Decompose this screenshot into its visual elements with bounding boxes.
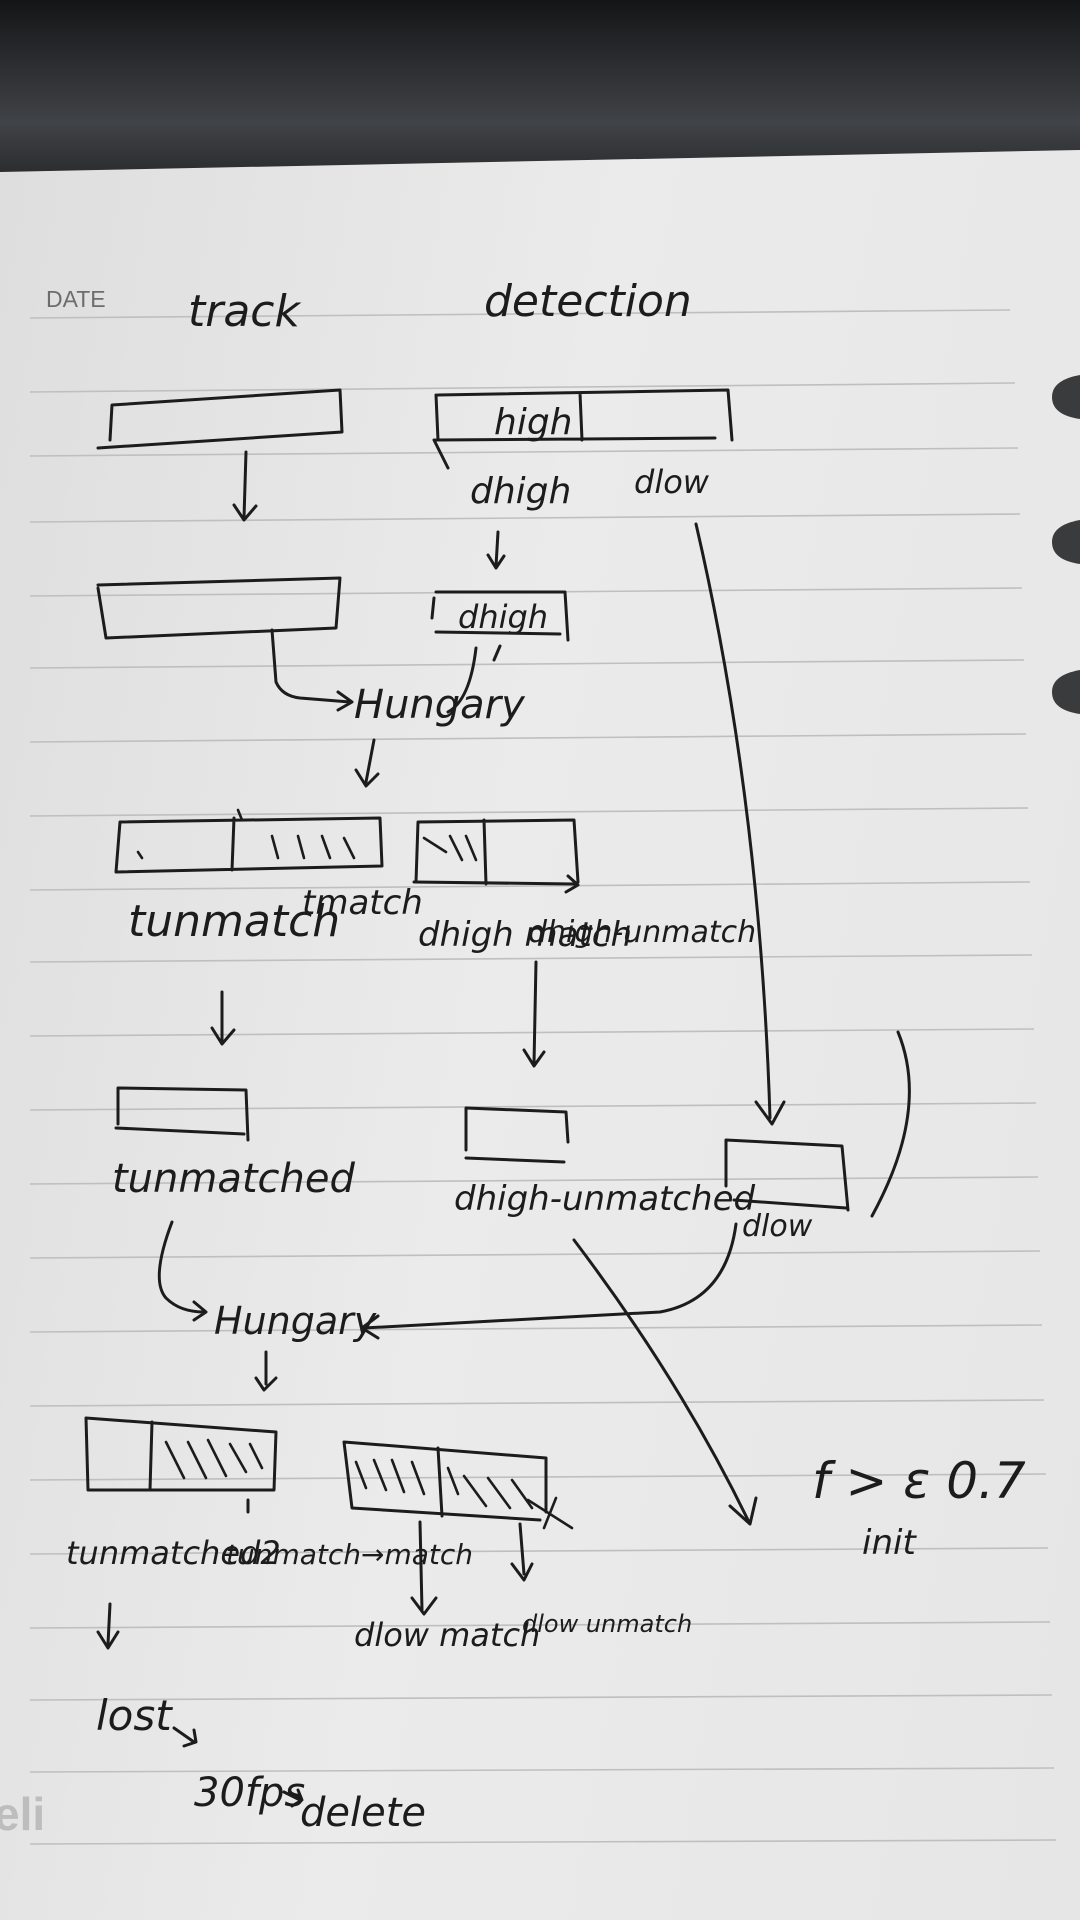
t-unmatch-match-hatch bbox=[164, 1438, 264, 1480]
track-box-1 bbox=[96, 388, 344, 450]
arrow-to-hungary-2 bbox=[157, 1220, 208, 1322]
d-low-split-box bbox=[342, 1440, 548, 1522]
arrow-d-low-to-hungary-2 bbox=[360, 1222, 738, 1340]
t-unmatch-match-label: tunmatch→match bbox=[226, 1538, 473, 1571]
arrow-to-hungary-1 bbox=[270, 628, 354, 712]
arrow-from-hungary-1 bbox=[354, 738, 380, 788]
d-high-label: dhigh bbox=[470, 471, 571, 512]
t-match-label: tmatch bbox=[302, 883, 423, 923]
d-low-box-label: dlow bbox=[742, 1209, 813, 1244]
d-low-box bbox=[724, 1138, 850, 1212]
t-split-box bbox=[84, 1416, 278, 1492]
d-high-match-hatch bbox=[422, 834, 478, 862]
high-label: high bbox=[494, 402, 573, 443]
binder-rings bbox=[1052, 375, 1080, 714]
arrow-t-unmatch bbox=[210, 990, 236, 1046]
notebook-brand-logo: eli bbox=[0, 1788, 45, 1840]
detection-title: detection bbox=[484, 276, 692, 327]
d-high-unmatched-box bbox=[464, 1106, 570, 1164]
delete-label: delete bbox=[300, 1790, 426, 1836]
arrow-to-init bbox=[572, 1238, 758, 1526]
d-high-unmatch-label: dhigh-unmatch bbox=[528, 915, 756, 950]
d-high-box-label: dhigh bbox=[458, 598, 548, 636]
arrows-row5 bbox=[246, 1498, 534, 1616]
d-high-unmatched-label: dhigh-unmatched bbox=[454, 1179, 756, 1219]
hungary-2-label: Hungary bbox=[214, 1299, 377, 1343]
ruled-lines bbox=[29, 309, 1057, 1845]
track-box-2 bbox=[96, 576, 342, 640]
arrow-d-low bbox=[694, 522, 786, 1126]
d-high-match-label: dhigh match bbox=[418, 915, 632, 955]
d-low-match-label: dlow match bbox=[354, 1616, 540, 1654]
d-low-hatch bbox=[354, 1458, 574, 1530]
arrow-to-lost bbox=[96, 1602, 120, 1650]
d-high-box bbox=[430, 590, 570, 642]
t-unmatched2-label: tunmatched2 bbox=[66, 1534, 281, 1572]
init-label: init bbox=[862, 1523, 917, 1563]
detection-box bbox=[432, 388, 734, 470]
t-unmatched-box bbox=[114, 1086, 250, 1142]
d-low-unmatch-label: dlow unmatch bbox=[522, 1610, 692, 1638]
d-low-label: dlow bbox=[634, 463, 710, 501]
hungary-1-label: Hungary bbox=[354, 682, 526, 728]
f-condition-label: f > ε 0.7 bbox=[812, 1452, 1026, 1510]
d-high-split-box bbox=[412, 818, 580, 894]
arrow-d-high-unmatch bbox=[522, 960, 546, 1068]
t-unmatched-label: tunmatched bbox=[112, 1156, 356, 1202]
date-label: DATE bbox=[46, 286, 106, 312]
arrow-dhigh bbox=[486, 530, 506, 570]
track-title: track bbox=[188, 286, 301, 337]
lost-label: lost bbox=[96, 1691, 173, 1740]
desk-background bbox=[0, 0, 1080, 175]
t-unmatch-label: tunmatch bbox=[128, 896, 340, 947]
track-split-box bbox=[114, 816, 384, 874]
arrow-from-hungary-2 bbox=[254, 1350, 278, 1392]
track-match-hatch bbox=[136, 808, 356, 860]
arrow-track-1 bbox=[232, 450, 258, 522]
